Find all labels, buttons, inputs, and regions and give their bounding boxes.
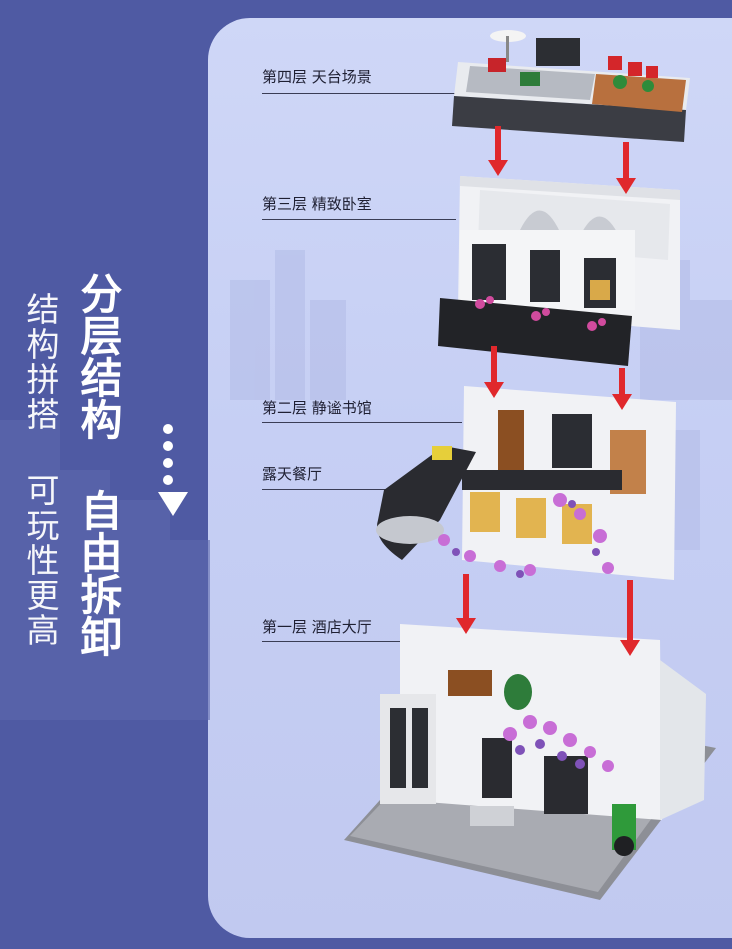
red-down-arrow-icon [616, 142, 636, 194]
red-down-arrow-icon [612, 368, 632, 410]
floor4-rooftop [452, 30, 690, 142]
side-subtitle: 结构拼搭 可玩性更高 [21, 292, 60, 648]
scroll-down-icon [158, 424, 188, 516]
floor1-lobby [344, 624, 716, 900]
red-down-arrow-icon [456, 574, 476, 634]
red-down-arrow-icon [484, 346, 504, 398]
label-line [262, 219, 456, 220]
label-terrace: 露天餐厅 [262, 465, 323, 483]
label-line [262, 93, 458, 94]
label-floor3: 第三层 精致卧室 [262, 195, 372, 213]
label-line [262, 489, 414, 490]
floor3-bedroom [438, 176, 680, 366]
label-line [262, 422, 462, 423]
red-down-arrow-icon [488, 126, 508, 176]
red-down-arrow-icon [620, 580, 640, 656]
label-line [262, 641, 422, 642]
label-floor2: 第二层 静谧书馆 [262, 399, 372, 417]
side-headline: 分层结构 自由拆卸 [74, 272, 123, 657]
label-floor1: 第一层 酒店大厅 [262, 618, 372, 636]
floor2-library [376, 386, 676, 580]
label-floor4: 第四层 天台场景 [262, 68, 372, 86]
